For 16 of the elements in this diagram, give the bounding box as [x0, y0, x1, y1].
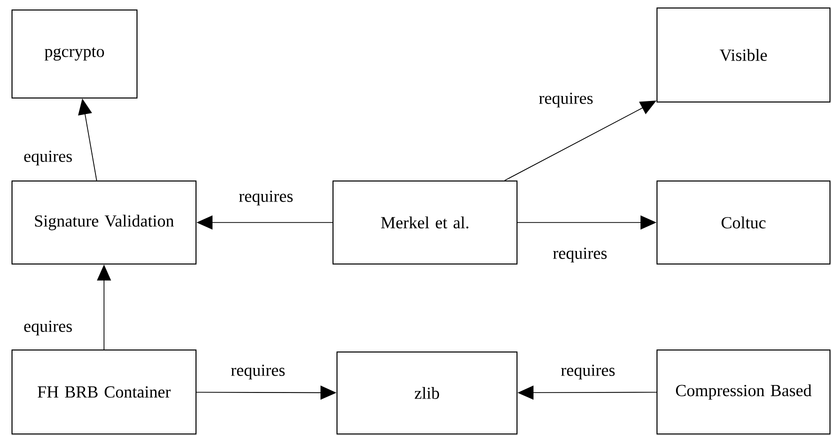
- process-box: Compression Based: [656, 350, 830, 434]
- process-box: Signature Validation: [12, 180, 196, 264]
- process-box: Visible: [656, 8, 830, 102]
- edge-label: requires: [238, 190, 294, 206]
- process-box: Coltuc: [656, 180, 830, 264]
- edge-label: requires: [560, 364, 616, 380]
- process-box: zlib: [336, 352, 518, 434]
- edge-label: requires: [230, 364, 286, 380]
- edge-label: equires: [22, 320, 74, 336]
- process-box: pgcrypto: [12, 10, 138, 98]
- process-box: FH BRB Container: [12, 350, 196, 434]
- arrow: [504, 100, 656, 181]
- edge-label: equires: [22, 150, 74, 166]
- edge-label: requires: [552, 246, 608, 264]
- process-box: Merkel et al.: [332, 180, 518, 264]
- edge-label: requires: [538, 92, 594, 108]
